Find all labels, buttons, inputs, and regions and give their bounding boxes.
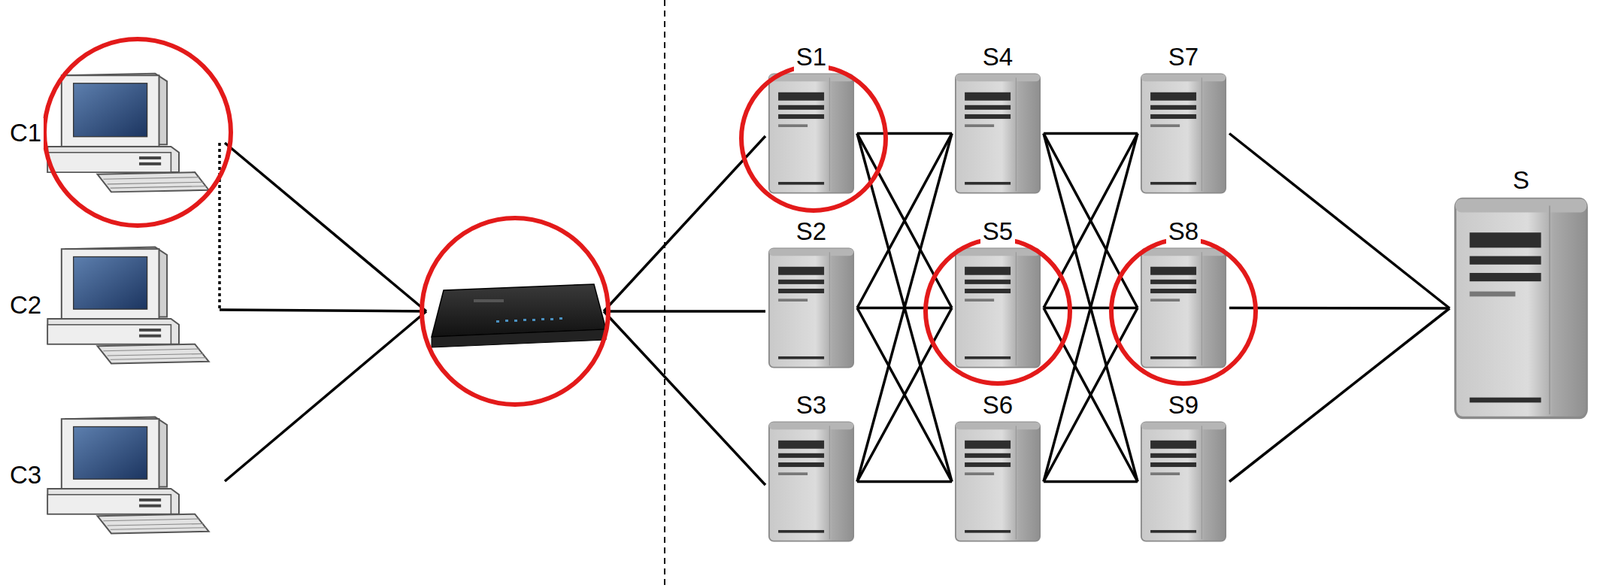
network-link [857, 132, 952, 136]
node-label: S9 [1166, 390, 1201, 421]
server-node: S7 [1137, 42, 1230, 195]
highlight-circle [925, 239, 1070, 384]
node-label: C3 [7, 460, 44, 491]
node-label: S8 [1166, 216, 1201, 247]
server-icon [765, 420, 858, 543]
computer-icon [43, 245, 213, 366]
node-label: C2 [7, 290, 44, 321]
network-link [1229, 133, 1450, 310]
network-link [857, 480, 952, 484]
server-node: S9 [1137, 390, 1230, 543]
server-icon [1137, 72, 1230, 195]
network-link [857, 133, 952, 309]
network-link [857, 133, 952, 482]
network-link [857, 133, 952, 482]
network-link [1043, 308, 1138, 482]
network-link [1043, 308, 1138, 482]
highlight-circle [44, 39, 231, 226]
server-node: S6 [951, 390, 1044, 543]
highlight-circle [1111, 239, 1256, 384]
server-node: S8 [1137, 216, 1230, 370]
node-label: S7 [1166, 42, 1201, 73]
client-node: C2 [7, 245, 213, 366]
server-node: S3 [765, 390, 858, 543]
node-label: S4 [980, 42, 1016, 73]
server-node: S [1449, 165, 1593, 422]
network-link [1043, 133, 1138, 309]
node-label: C1 [7, 118, 44, 149]
computer-icon [43, 71, 213, 194]
computer-icon [43, 415, 213, 536]
server-icon [765, 72, 858, 195]
server-node: S5 [951, 216, 1044, 370]
network-link [1229, 306, 1450, 310]
server-icon [951, 246, 1044, 370]
network-link [857, 306, 952, 310]
node-label: S3 [793, 390, 829, 421]
highlight-circle [421, 218, 609, 405]
network-link [1043, 306, 1138, 310]
network-link [1043, 132, 1138, 136]
network-link [1229, 308, 1450, 482]
server-icon [1137, 420, 1230, 543]
network-link [1043, 133, 1138, 482]
node-label: S6 [980, 390, 1016, 421]
network-link [857, 133, 952, 309]
network-link [857, 308, 952, 482]
lan-wires [219, 136, 766, 485]
client-node: C3 [7, 415, 213, 536]
node-label: S [1510, 165, 1532, 196]
router-icon [431, 284, 607, 348]
network-link [1043, 133, 1138, 309]
node-label: S5 [980, 216, 1016, 247]
server-node: S4 [951, 42, 1044, 195]
network-link [1043, 480, 1138, 484]
boundary-line [663, 0, 666, 588]
server-node: S1 [765, 42, 858, 195]
network-link [857, 308, 952, 482]
server-icon [951, 72, 1044, 195]
dotted-link [218, 142, 222, 309]
node-label: S1 [793, 42, 829, 73]
server-icon [765, 246, 858, 370]
server-node: S2 [765, 216, 858, 370]
server-icon [951, 420, 1044, 543]
network-link [1043, 133, 1138, 482]
client-node: C1 [7, 71, 213, 194]
server-icon [1449, 195, 1593, 422]
node-label: S2 [793, 216, 829, 247]
highlight-circle [741, 66, 886, 211]
server-icon [1137, 246, 1230, 370]
